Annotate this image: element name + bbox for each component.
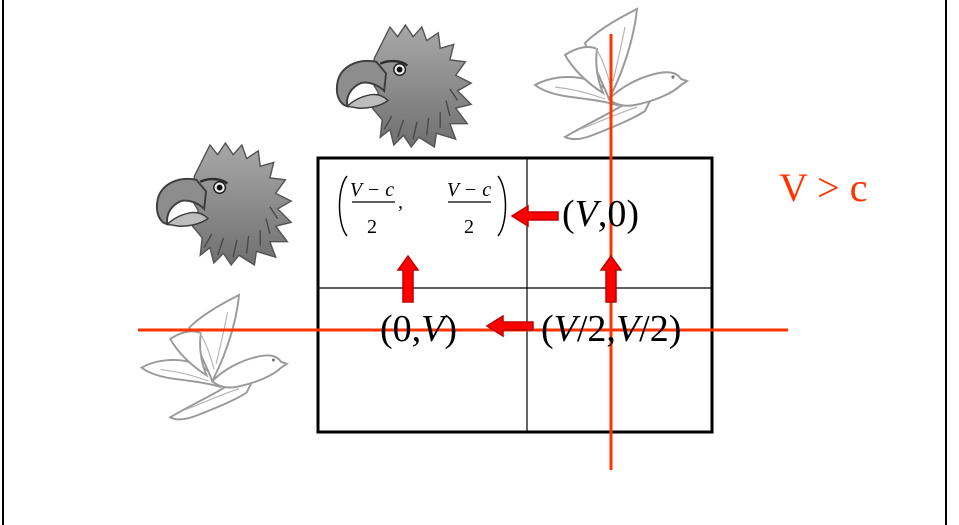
payoff-matrix — [316, 156, 714, 434]
fraction-right-numerator: V − c — [447, 179, 491, 201]
paren-open: ( — [562, 193, 575, 235]
right-paren — [497, 175, 507, 237]
payoff-variable-v: V — [615, 308, 640, 350]
condition-label: V > c — [779, 165, 868, 210]
matrix-frame — [316, 156, 714, 434]
payoff-variable-v: V — [421, 308, 445, 350]
payoff-close: /2) — [639, 308, 682, 350]
fraction-right-denominator: 2 — [464, 216, 474, 238]
payoff-close: ) — [444, 308, 458, 350]
arrow-up-right — [599, 254, 623, 303]
payoff-bottom-right: (V/2,V/2) — [541, 310, 681, 348]
fraction-left-denominator: 2 — [367, 216, 377, 238]
paren-open: ( — [541, 308, 554, 350]
dove-icon — [140, 294, 288, 421]
hawk-head-icon — [335, 23, 473, 149]
arrow-left-top — [510, 204, 559, 228]
payoff-top-left: V − c 2 , V − c 2 — [338, 175, 507, 238]
payoff-mid: /2, — [576, 308, 616, 350]
fraction-left-numerator: V − c — [350, 179, 394, 201]
payoff-rest: ,0) — [597, 193, 640, 235]
arrow-up-left — [396, 254, 420, 303]
arrow-left-bottom — [485, 314, 534, 338]
payoff-variable-v: V — [574, 193, 598, 235]
hawk-head-icon — [155, 141, 293, 267]
payoff-variable-v: V — [553, 308, 577, 350]
left-paren — [338, 175, 348, 237]
payoff-top-right: (V,0) — [562, 195, 639, 233]
fraction-comma: , — [398, 191, 403, 213]
payoff-bottom-left: (0,V) — [380, 310, 457, 348]
payoff-open: (0, — [380, 308, 422, 350]
